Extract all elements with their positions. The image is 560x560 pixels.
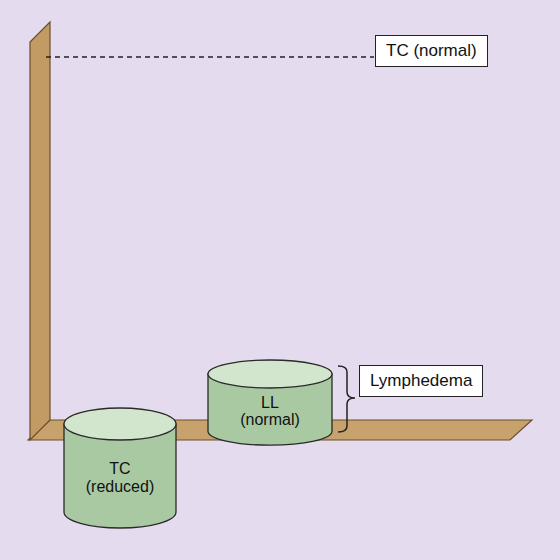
cylinder: TC (reduced)	[64, 408, 176, 528]
cylinder-top	[208, 360, 332, 388]
label-box: TC (normal)	[375, 35, 488, 67]
normal-level-line	[46, 56, 374, 58]
label-box: Lymphedema	[359, 365, 483, 397]
box-label: Lymphedema	[370, 371, 472, 391]
wall-board	[30, 22, 50, 440]
cylinder-top	[64, 408, 176, 440]
cylinder-label: LL (normal)	[234, 394, 306, 446]
box-label: TC (normal)	[386, 41, 477, 61]
bracket	[338, 366, 355, 432]
cylinder-label: TC (reduced)	[79, 460, 161, 528]
cylinder: LL (normal)	[208, 360, 332, 445]
